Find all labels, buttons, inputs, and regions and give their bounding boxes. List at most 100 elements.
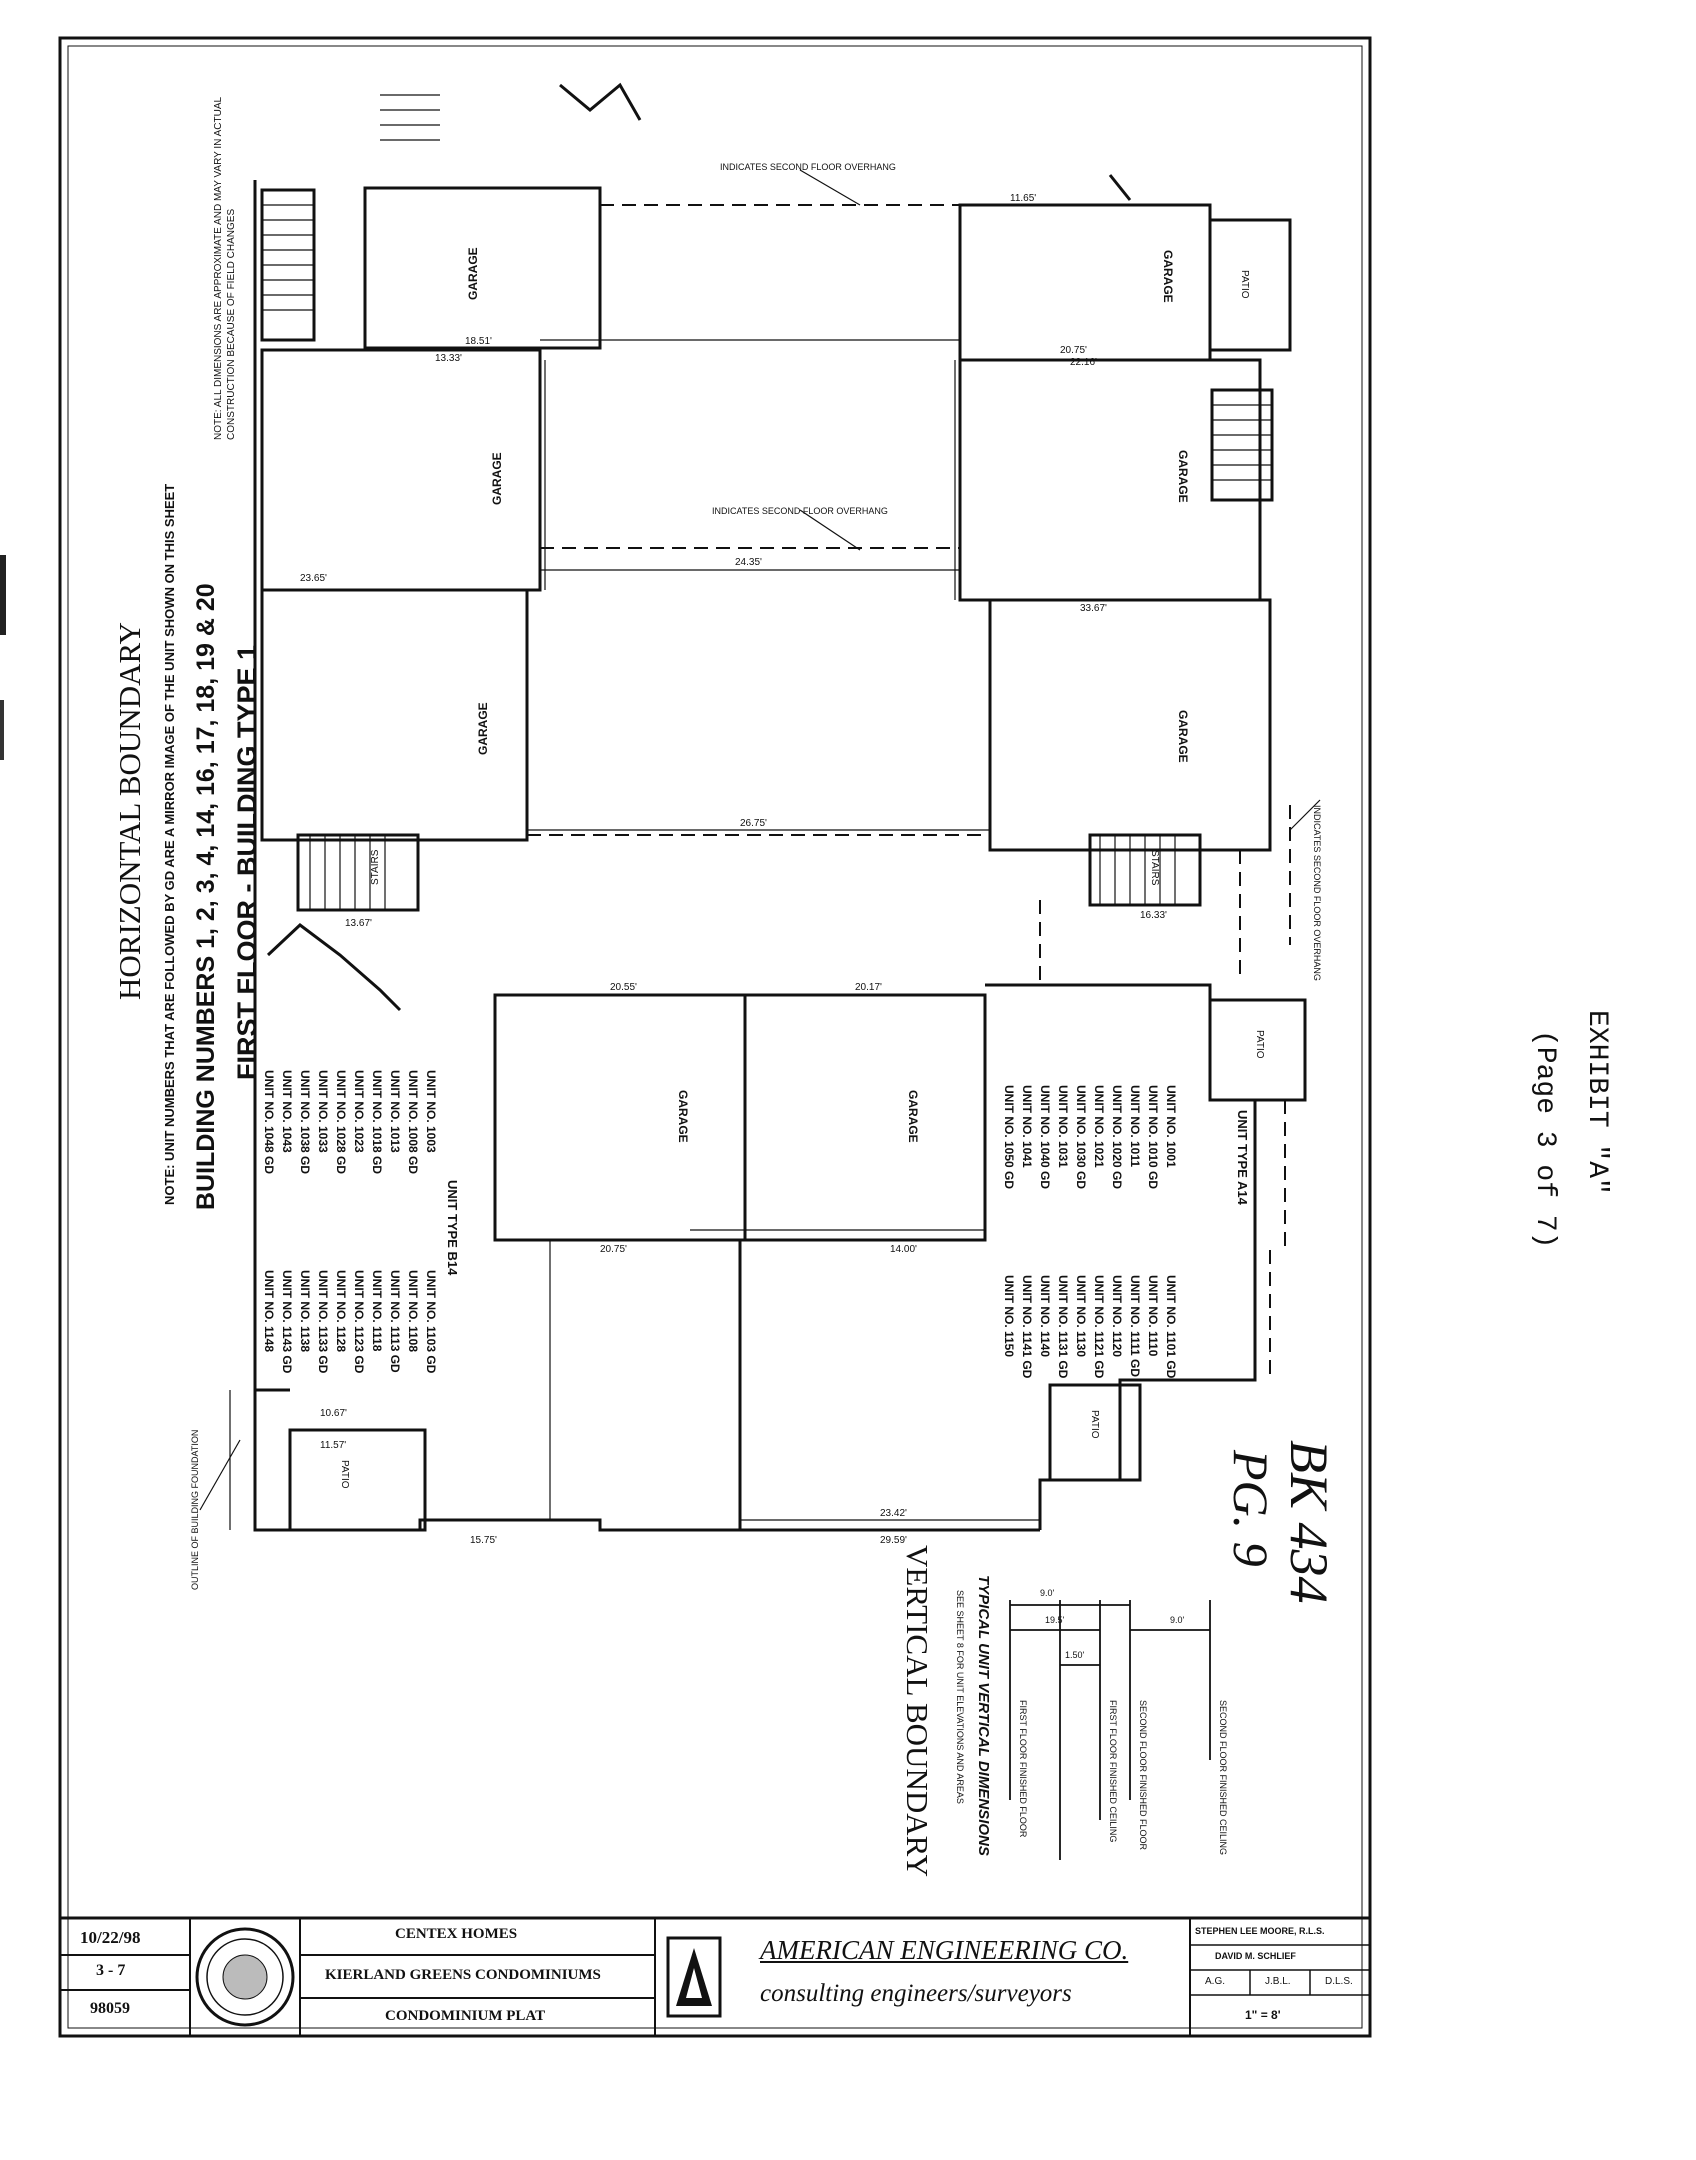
vertical-dim-2: 19.5' [1045,1615,1065,1625]
unit-a14-label: UNIT TYPE A14 [1235,1110,1250,1205]
patio-bottom-right [1048,1383,1142,1482]
unit-a14-l8: UNIT NO. 1041 [1020,1085,1034,1168]
garage-label-5: GARAGE [1176,450,1190,503]
dim-11: 20.75' [600,1244,627,1255]
tb-doc: CONDOMINIUM PLAT [385,2008,546,2024]
dimension-lines [199,169,1321,1530]
unit-a14-l4: UNIT NO. 1021 [1092,1085,1106,1168]
unit-b14-l3: UNIT NO. 1018 GD [370,1070,384,1175]
exhibit-title: EXHIBIT "A" [1581,1010,1612,1195]
dim-14: 29.59' [880,1535,907,1546]
plan-title: FIRST FLOOR - BUILDING TYPE 1 [232,644,262,1080]
garage-label-7: GARAGE [676,1090,690,1143]
unit-b14-r5: UNIT NO. 1128 [334,1270,348,1353]
unit-a14-l9: UNIT NO. 1050 GD [1002,1085,1016,1190]
unit-b14-r4: UNIT NO. 1123 GD [352,1270,366,1374]
tb-initials-1: J.B.L. [1265,1976,1291,1987]
vertical-boundary-label: VERTICAL BOUNDARY [900,1545,935,1877]
unit-b14-list-left: UNIT NO. 1003 UNIT NO. 1008 GD UNIT NO. … [260,1070,440,1260]
tb-company: AMERICAN ENGINEERING CO. [760,1935,1129,1965]
dim-7: 18.51' [465,336,492,347]
dim-16: 11.57' [320,1440,347,1451]
patio-label-2: PATIO [1254,1030,1265,1059]
garage-top-left [363,186,602,350]
vertical-note: SEE SHEET 8 FOR UNIT ELEVATIONS AND AREA… [955,1590,965,1804]
unit-a14-r3: UNIT NO. 1120 [1110,1275,1124,1358]
tb-project: KIERLAND GREENS CONDOMINIUMS [325,1967,601,1983]
surveyor-seal [195,1927,295,2027]
unit-b14-r2: UNIT NO. 1113 GD [388,1270,402,1373]
unit-b14-r8: UNIT NO. 1143 GD [280,1270,294,1374]
garage-right-3 [988,598,1272,852]
handwritten-book: BK 434 [1279,1440,1339,1604]
stairs-left-mid [296,833,420,912]
unit-a14-r1: UNIT NO. 1110 [1146,1275,1160,1357]
stair-treads [262,94,1272,910]
tb-date: 10/22/98 [80,1928,141,1947]
unit-a14-r8: UNIT NO. 1141 GD [1020,1275,1034,1379]
tb-scale: 1" = 8' [1245,2008,1281,2022]
vertical-label-1: SECOND FLOOR FINISHED FLOOR [1138,1700,1148,1851]
unit-b14-r7: UNIT NO. 1138 [298,1270,312,1353]
overhang-note-3: INDICATES SECOND FLOOR OVERHANG [1312,805,1322,981]
title-block-frame [58,1916,1372,2038]
stairs-right-top [1210,388,1274,502]
dim-8: 13.33' [435,353,462,364]
unit-a14-r9: UNIT NO. 1150 [1002,1275,1016,1358]
stairs-label-1: STAIRS [370,849,381,885]
dim-9: 20.55' [610,982,637,993]
dim-5: 33.67' [1080,603,1107,614]
dim-3: 26.75' [740,818,767,829]
american-engineering-logo [666,1936,722,2018]
dim-0: 11.65' [1010,193,1037,204]
vertical-dim-1: 9.0' [1170,1615,1185,1625]
dim-10: 20.17' [855,982,882,993]
garage-label-4: GARAGE [1161,250,1175,303]
patio-bottom-left [288,1428,427,1532]
unit-a14-r2: UNIT NO. 1111 GD [1128,1275,1142,1378]
unit-a14-l3: UNIT NO. 1020 GD [1110,1085,1124,1190]
exhibit-page: (Page 3 of 7) [1529,1030,1560,1249]
vertical-label-0: SECOND FLOOR FINISHED CEILING [1218,1700,1228,1856]
unit-b14-label: UNIT TYPE B14 [445,1180,460,1276]
unit-a14-l1: UNIT NO. 1010 GD [1146,1085,1160,1190]
garage-label-3: GARAGE [476,702,490,755]
unit-b14-r1: UNIT NO. 1108 [406,1270,420,1353]
unit-b14-r3: UNIT NO. 1118 [370,1270,384,1352]
garage-label-6: GARAGE [1176,710,1190,763]
unit-a14-l7: UNIT NO. 1040 GD [1038,1085,1052,1190]
unit-b14-r6: UNIT NO. 1133 GD [316,1270,330,1374]
tb-sheet: 3 - 7 [96,1962,126,1979]
vertical-dimension-diagram [1009,1600,1211,1860]
unit-b14-r9: UNIT NO. 1148 [262,1270,276,1353]
unit-b14-l7: UNIT NO. 1038 GD [298,1070,312,1175]
unit-b14-r0: UNIT NO. 1103 GD [424,1270,438,1374]
dim-2: 24.35' [735,557,762,568]
dim-6: 20.75' [1060,345,1087,356]
tb-tagline: consulting engineers/surveyors [760,1980,1072,2007]
tb-surveyor: STEPHEN LEE MOORE, R.L.S. [1195,1926,1325,1936]
dim-19: 13.67' [345,918,372,929]
patio-label-4: PATIO [339,1460,350,1489]
overhang-note-1: INDICATES SECOND FLOOR OVERHANG [720,162,896,172]
unit-b14-l6: UNIT NO. 1033 [316,1070,330,1153]
unit-a14-r4: UNIT NO. 1121 GD [1092,1275,1106,1379]
garage-bottom-right [743,993,987,1242]
vertical-label-3: FIRST FLOOR FINISHED FLOOR [1018,1700,1028,1838]
unit-b14-l0: UNIT NO. 1003 [424,1070,438,1153]
vertical-subtitle: TYPICAL UNIT VERTICAL DIMENSIONS [975,1575,992,1856]
tb-client: CENTEX HOMES [395,1926,518,1942]
unit-b14-l4: UNIT NO. 1023 [352,1070,366,1153]
tb-initials-2: D.L.S. [1325,1976,1353,1987]
tb-initials-0: A.G. [1205,1976,1226,1987]
horizontal-boundary-label: HORIZONTAL BOUNDARY [112,622,147,1000]
unit-b14-l1: UNIT NO. 1008 GD [406,1070,420,1175]
building-walls [253,82,1307,1532]
unit-b14-l5: UNIT NO. 1028 GD [334,1070,348,1175]
unit-a14-r6: UNIT NO. 1131 GD [1056,1275,1070,1379]
dim-17: 15.75' [470,1535,497,1546]
patio-label-1: PATIO [1239,270,1250,299]
vertical-dim-0: 9.0' [1040,1588,1055,1598]
unit-a14-l5: UNIT NO. 1030 GD [1074,1085,1088,1190]
